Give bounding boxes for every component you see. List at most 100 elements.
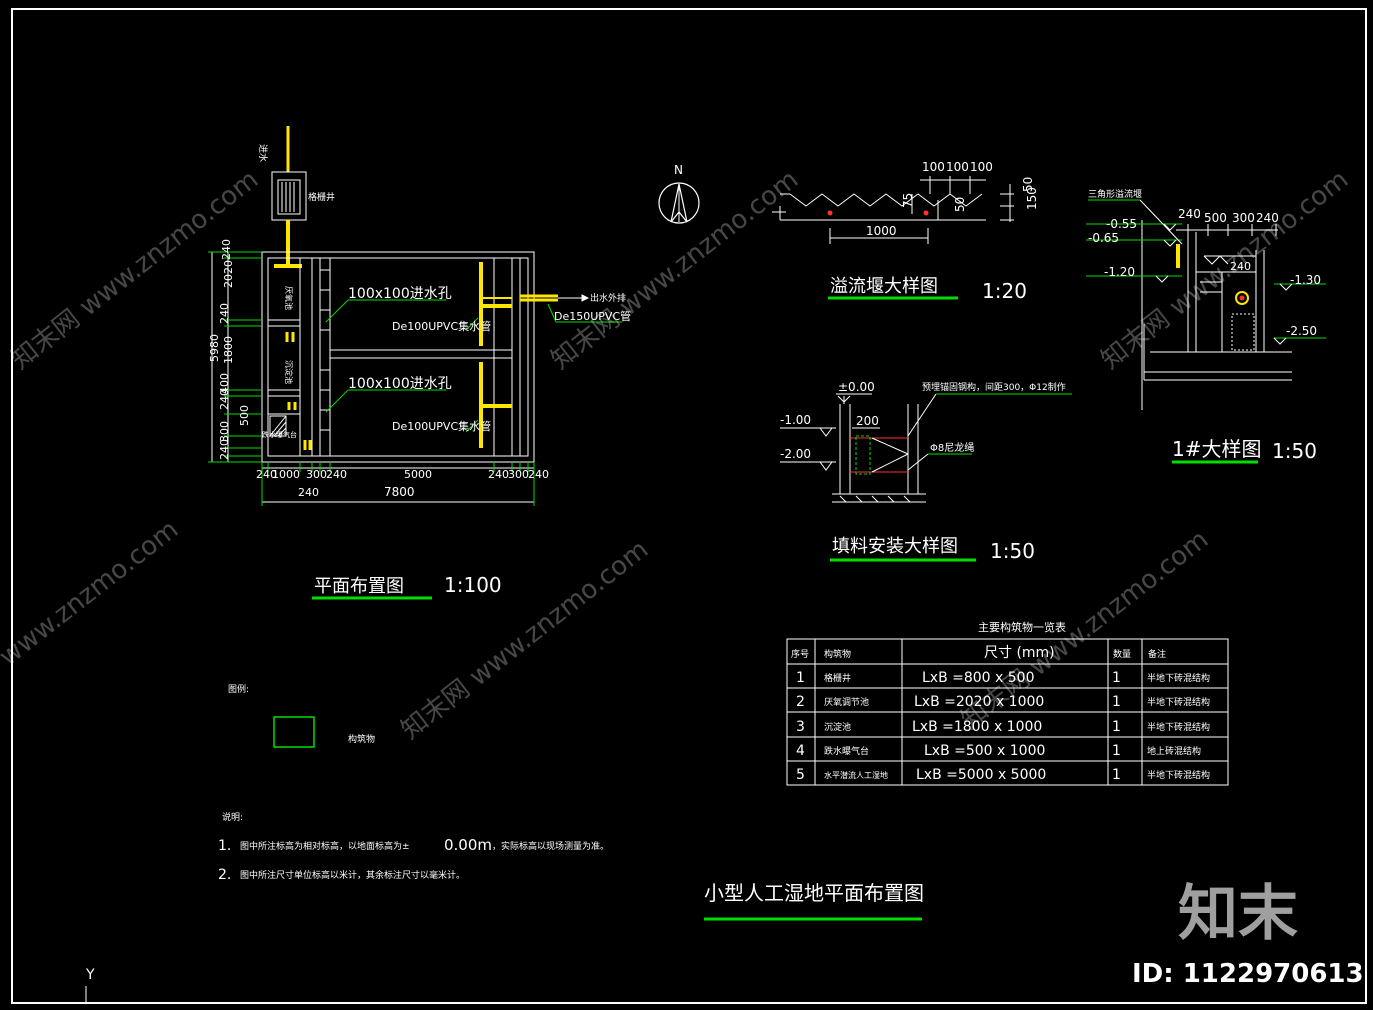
plan-view [208, 126, 622, 600]
notes: 说明: 1. 图中所注标高为相对标高，以地面标高为± 0.00m ，实际标高以现… [218, 811, 609, 883]
inlet-label: 进水 [257, 144, 269, 162]
fill-title: 填料安装大样图 [832, 536, 958, 557]
fill-note-2: Φ8尼龙绳 [930, 441, 974, 454]
detail1-elev-250: -2.50 [1286, 324, 1317, 338]
pipe-label-2: De100UPVC集水管 [392, 419, 491, 433]
detail1-dim-1: 240 [1178, 207, 1201, 221]
dim-bottom-6: 240 [488, 468, 509, 481]
detail1-elev-065: -0.65 [1088, 231, 1119, 245]
table-cell: 3 [796, 719, 805, 735]
detail1-dim-240: 240 [1230, 260, 1251, 273]
table-title: 主要构筑物一览表 [978, 620, 1066, 634]
detail1-dim-4: 240 [1256, 211, 1279, 225]
watermark-logo: 知末 ID: 1122970613 [1132, 879, 1364, 989]
table-cell: 半地下砖混结构 [1147, 696, 1210, 708]
table-cell: LxB =500 x 1000 [924, 743, 1045, 759]
grit-label: 格栅井 [308, 191, 335, 203]
note-1-value: 0.00m [444, 836, 492, 854]
table-cell: 半地下砖混结构 [1147, 769, 1210, 781]
fill-elev-2: -2.00 [780, 447, 811, 461]
table-cell: 水平潜流人工湿地 [824, 770, 888, 780]
aeration-label: 跌水曝气台 [262, 430, 297, 439]
fill-detail [780, 393, 1072, 562]
note-1-text: 图中所注标高为相对标高，以地面标高为± [240, 840, 410, 852]
table-cell: 5 [796, 767, 805, 783]
drawing-frame [11, 8, 1367, 1004]
settling-label: 沉淀池 [284, 360, 294, 384]
table-cell: 1 [1112, 767, 1121, 783]
weir-dim-1000: 1000 [866, 224, 897, 238]
watermark-text: 知末网 www.znzmo.com [546, 165, 804, 376]
plan-scale: 1:100 [444, 573, 502, 597]
ucs-axis: Y [85, 967, 95, 1003]
weir-detail [772, 176, 1014, 300]
table-cell: 地上砖混结构 [1147, 745, 1201, 757]
outlet-label: 出水外排 [590, 292, 626, 304]
dim-bottom-2: 1000 [272, 468, 300, 481]
watermark-text: 知末网 www.znzmo.com [396, 535, 654, 746]
fill-labels: ±0.00 -1.00 -2.00 200 预埋锚固钢构，间距300，Φ12制作… [780, 380, 1066, 563]
note-2-text: 图中所注尺寸单位标高以米计，其余标注尺寸以毫米计。 [240, 869, 465, 881]
weir-dim-50a: 50 [953, 197, 967, 212]
table-cell: 1 [1112, 743, 1121, 759]
legend: 图例: 构筑物 [228, 683, 375, 748]
dim-left-1: 240 [220, 239, 233, 260]
watermark-text: 知末网 www.znzmo.com [0, 515, 184, 726]
dim-bottom-1: 240 [256, 468, 277, 481]
anaerobic-label: 厌氧池 [284, 286, 294, 310]
detail1-elev-120: -1.20 [1104, 265, 1135, 279]
dim-total-v: 5980 [208, 334, 221, 362]
dim-total-h: 7800 [384, 485, 415, 499]
main-title-block: 小型人工湿地平面布置图 [704, 881, 924, 921]
detail1-elev-055: -0.55 [1106, 217, 1137, 231]
legend-item: 构筑物 [348, 733, 375, 745]
axis-y-label: Y [85, 967, 95, 983]
dim-left-2: 2020 [222, 260, 235, 288]
dim-left-4: 1800 [222, 336, 235, 364]
table-cell: 跌水曝气台 [824, 745, 869, 757]
weir-dim-75: 75 [901, 193, 915, 208]
main-title: 小型人工湿地平面布置图 [704, 881, 924, 905]
dim-left-5: 400 [218, 373, 231, 394]
detail1-scale: 1:50 [1272, 439, 1317, 463]
detail1-dim-3: 300 [1232, 211, 1255, 225]
table-header-qty: 数量 [1113, 648, 1131, 660]
dim-bottom-8: 240 [528, 468, 549, 481]
watermark-logo-text: 知末 [1178, 879, 1298, 949]
dim-bottom-240: 240 [298, 486, 319, 499]
outlet-pipe-label: De150UPVC管 [554, 309, 631, 323]
weir-dim-50b: 50 [1021, 177, 1035, 192]
table-cell: LxB =1800 x 1000 [912, 719, 1042, 735]
table-header-name: 构筑物 [824, 648, 851, 660]
detail1-weir-label: 三角形溢流堰 [1088, 188, 1142, 200]
fill-scale: 1:50 [990, 539, 1035, 563]
fill-note-1: 预埋锚固钢构，间距300，Φ12制作 [922, 381, 1066, 393]
notes-label: 说明: [222, 811, 243, 823]
legend-label: 图例: [228, 683, 249, 695]
fill-dim-200: 200 [856, 414, 879, 428]
north-label: N [674, 163, 683, 177]
dim-left-3: 240 [218, 303, 231, 324]
weir-dim-1: 100 [922, 160, 945, 174]
dim-left-7: 500 [238, 405, 251, 426]
table-cell: 4 [796, 743, 805, 759]
plan-labels: 进水 格栅井 出水外排 De150UPVC管 100x100进水孔 100x10… [208, 144, 631, 597]
fill-elev-1: -1.00 [780, 413, 811, 427]
table-cell: 1 [1112, 670, 1121, 686]
detail1-labels: 三角形溢流堰 -0.55 -0.65 -1.20 -1.30 -2.50 240… [1088, 188, 1321, 463]
table-cell: 格栅井 [824, 672, 851, 684]
note-1-num: 1. [218, 838, 231, 854]
table-cell: 半地下砖混结构 [1147, 672, 1210, 684]
weir-title: 溢流堰大样图 [830, 276, 938, 297]
weir-dim-150: 150 [1025, 187, 1039, 210]
weir-dim-2: 100 [946, 160, 969, 174]
detail1-dim-2: 500 [1204, 211, 1227, 225]
table-cell: 1 [1112, 719, 1121, 735]
note-1-text-b: ，实际标高以现场测量为准。 [492, 840, 609, 852]
legend-swatch [273, 716, 315, 748]
table-cell: LxB =800 x 500 [922, 670, 1035, 686]
watermark-id: ID: 1122970613 [1132, 959, 1364, 989]
table-header-note: 备注 [1148, 648, 1166, 660]
table-cell: 1 [1112, 694, 1121, 710]
